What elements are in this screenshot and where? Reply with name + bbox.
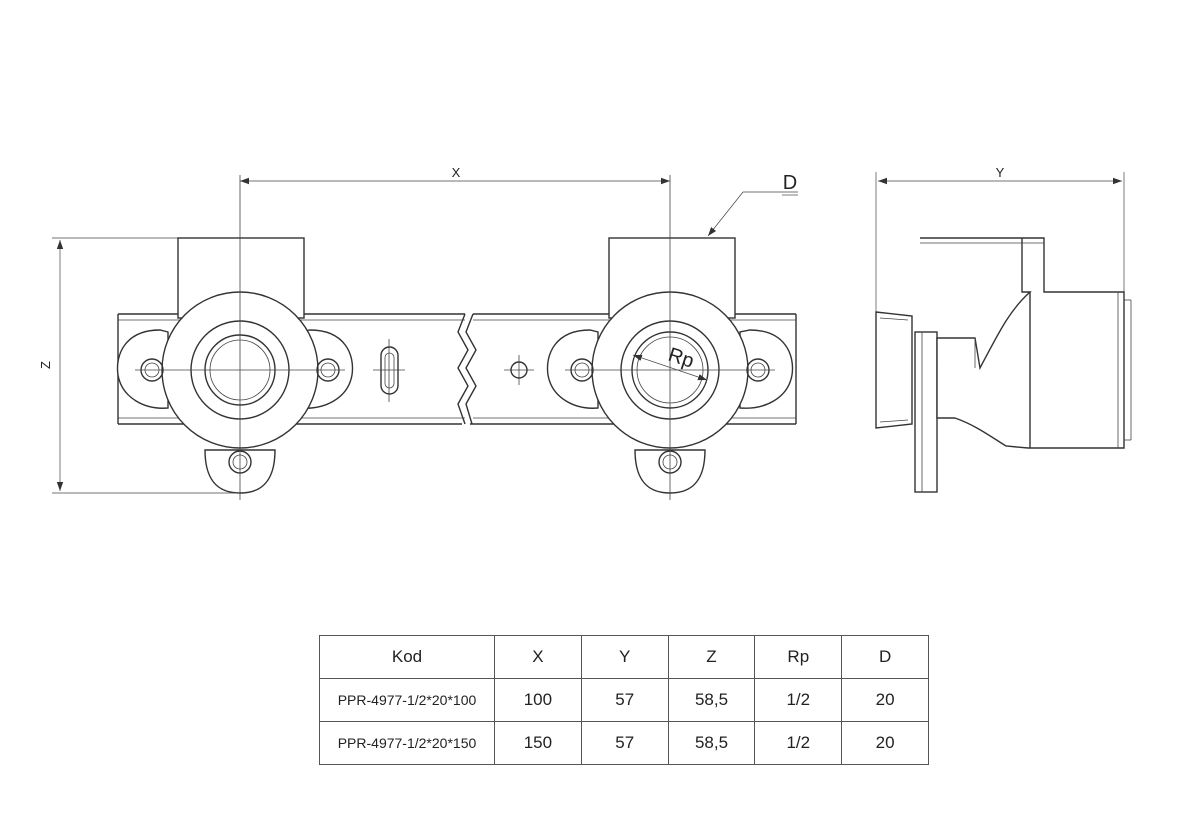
- cell-y: 57: [580, 678, 669, 722]
- rp-dimension-line: [632, 354, 708, 381]
- d-label: D: [783, 172, 797, 194]
- y-dimension: Y: [875, 165, 1125, 312]
- cell-z: 58,5: [667, 721, 756, 765]
- cell-rp: 1/2: [754, 721, 843, 765]
- mounting-plate: [914, 331, 938, 493]
- z-dimension: Z: [38, 237, 240, 494]
- table-row: PPR-4977-1/2*20*100 100 57 58,5 1/2 20: [319, 678, 929, 722]
- header-rp: Rp: [754, 635, 843, 679]
- x-dimension: X: [240, 165, 670, 185]
- cell-kod: PPR-4977-1/2*20*150: [319, 721, 495, 765]
- break-line: [457, 313, 469, 425]
- cell-d: 20: [841, 721, 929, 765]
- technical-drawing: Rp X Z D: [38, 165, 1132, 500]
- cell-z: 58,5: [667, 678, 756, 722]
- front-view: Rp X Z D: [38, 165, 798, 500]
- header-kod: Kod: [319, 635, 495, 679]
- header-y: Y: [580, 635, 669, 679]
- y-label: Y: [996, 165, 1005, 180]
- left-fitting: [116, 175, 354, 500]
- cell-kod: PPR-4977-1/2*20*100: [319, 678, 495, 722]
- cell-x: 150: [494, 721, 582, 765]
- header-d: D: [841, 635, 929, 679]
- slot-hole: [380, 346, 399, 395]
- rail-section: [875, 311, 913, 429]
- cell-y: 57: [580, 721, 669, 765]
- elbow-body: [920, 237, 1125, 449]
- cell-rp: 1/2: [754, 678, 843, 722]
- header-z: Z: [667, 635, 756, 679]
- d-leader: D: [707, 172, 798, 237]
- header-x: X: [494, 635, 582, 679]
- cell-d: 20: [841, 678, 929, 722]
- break-line: [465, 313, 477, 425]
- table-row: PPR-4977-1/2*20*150 150 57 58,5 1/2 20: [319, 721, 929, 765]
- side-view: Y: [875, 165, 1132, 493]
- x-label: X: [452, 165, 461, 180]
- z-label: Z: [38, 361, 53, 369]
- right-fitting: Rp: [546, 175, 794, 500]
- dimension-table: Kod X Y Z Rp D PPR-4977-1/2*20*100 100 5…: [319, 635, 929, 765]
- table-header-row: Kod X Y Z Rp D: [319, 635, 929, 679]
- cell-x: 100: [494, 678, 582, 722]
